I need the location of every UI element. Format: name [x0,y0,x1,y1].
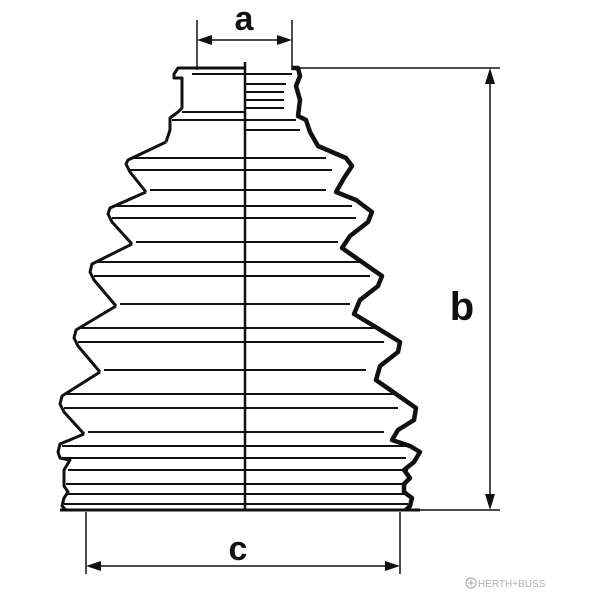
label-b: b [450,285,474,329]
label-a: a [235,0,255,38]
boot-left-outline [56,66,245,512]
boot-right-section-lines [245,73,408,505]
boot-right-wall-profile [292,65,423,512]
dimension-b [300,67,500,511]
dimension-c [85,512,401,574]
herth-buss-logo-icon [465,577,477,589]
label-c: c [229,530,248,568]
brand-text: HERTH+BUSS [478,579,546,590]
dimension-a [196,20,293,70]
boot-left-fold-lines [60,73,245,505]
